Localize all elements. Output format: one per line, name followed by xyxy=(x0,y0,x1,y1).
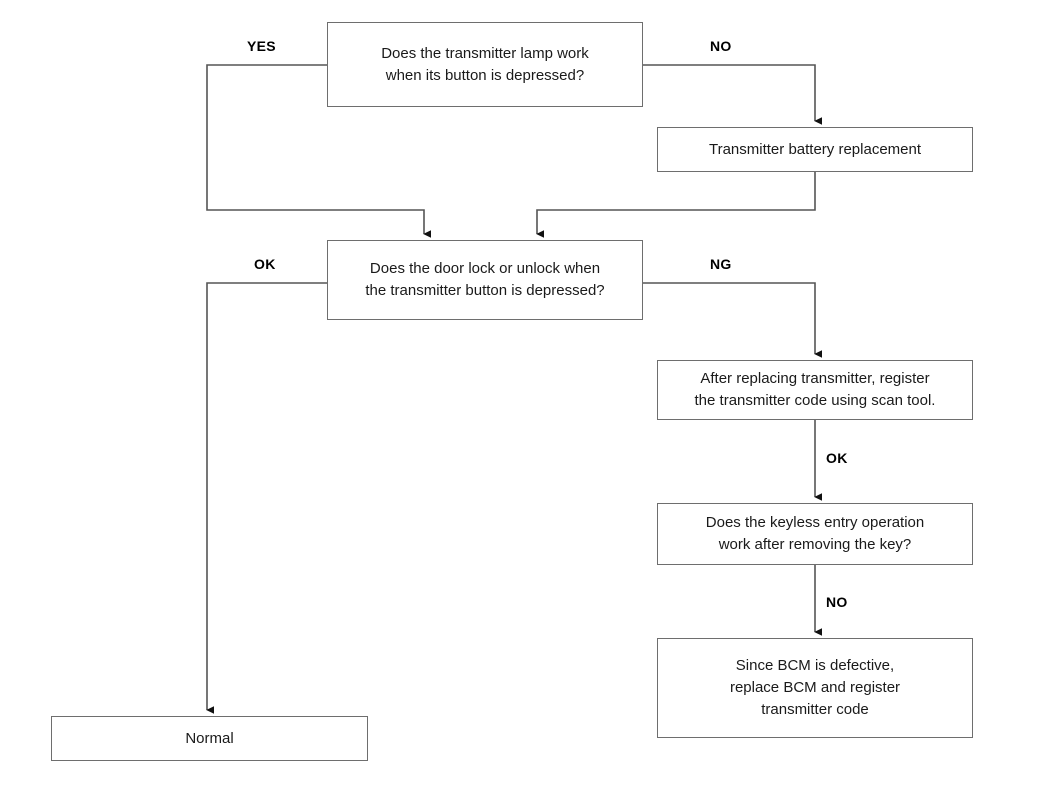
edge-doorlock-ok-to-normal xyxy=(206,282,327,714)
edge-label-ok-doorlock: OK xyxy=(254,256,276,272)
node-label: Since BCM is defective, replace BCM and … xyxy=(729,657,901,718)
node-terminal-normal[interactable]: Normal xyxy=(51,716,368,761)
node-label: Normal xyxy=(185,729,234,747)
node-question-transmitter-lamp[interactable]: Does the transmitter lamp work when its … xyxy=(327,22,643,107)
node-label: Transmitter battery replacement xyxy=(708,140,922,158)
node-question-keyless-entry-operation[interactable]: Does the keyless entry operation work af… xyxy=(657,503,973,565)
node-action-register-transmitter-code[interactable]: After replacing transmitter, register th… xyxy=(657,360,973,420)
edge-label-no-keyless: NO xyxy=(826,594,848,610)
node-label: Does the transmitter lamp work when its … xyxy=(381,44,589,84)
node-label: Does the door lock or unlock when the tr… xyxy=(365,260,605,299)
node-action-battery-replacement[interactable]: Transmitter battery replacement xyxy=(657,127,973,172)
edge-lamp-no-to-battery xyxy=(643,64,822,125)
edge-label-ng-doorlock: NG xyxy=(710,256,732,272)
edge-label-ok-register: OK xyxy=(826,450,848,466)
node-label: After replacing transmitter, register th… xyxy=(694,370,936,409)
edge-doorlock-ng-to-register xyxy=(643,282,822,358)
edge-battery-to-doorlock xyxy=(536,172,816,238)
edge-label-yes-lamp: YES xyxy=(247,38,276,54)
node-action-replace-bcm[interactable]: Since BCM is defective, replace BCM and … xyxy=(657,638,973,738)
node-question-door-lock-unlock[interactable]: Does the door lock or unlock when the tr… xyxy=(327,240,643,320)
node-label: Does the keyless entry operation work af… xyxy=(705,514,925,553)
edge-lamp-yes-to-doorlock xyxy=(206,64,431,238)
edge-label-no-lamp: NO xyxy=(710,38,732,54)
